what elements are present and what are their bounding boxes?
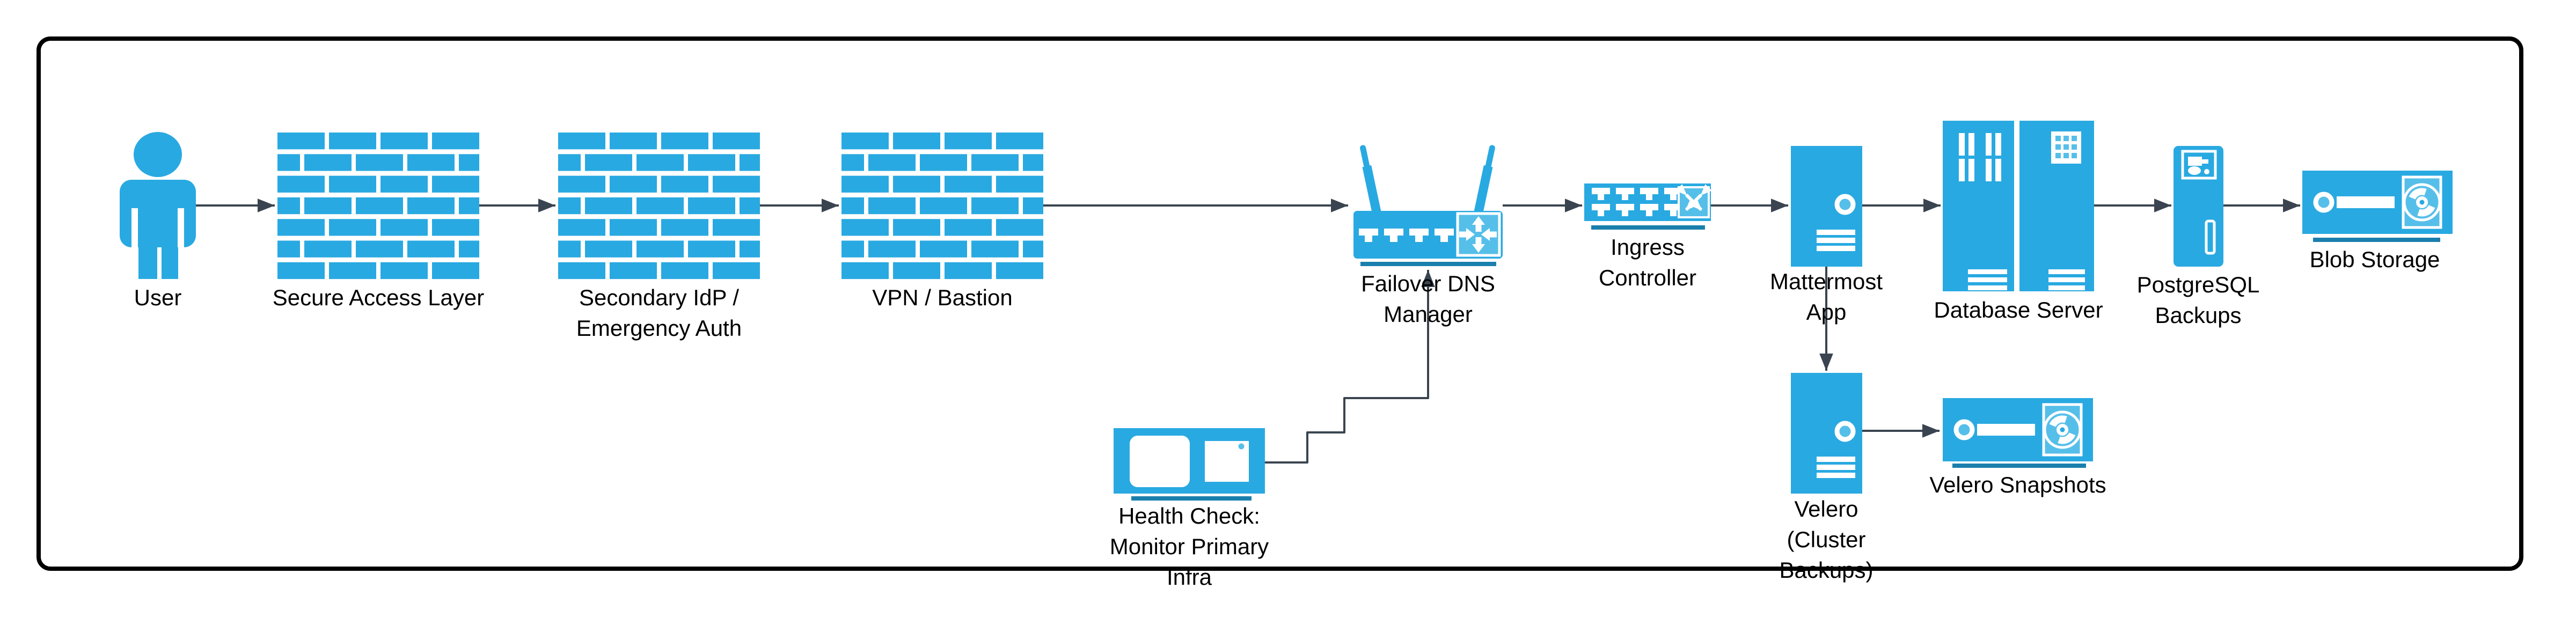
person-icon [120,132,196,279]
firewall-icon [277,133,479,280]
label-database-server: Database Server [1934,297,2103,322]
failover-dns-shadow [1360,262,1496,266]
ingress-shadow [1591,225,1705,230]
network-switch-icon [1584,183,1712,221]
label-velero: Velero (Cluster Backups) [1779,496,1874,583]
label-mattermost-app: Mattermost App [1769,269,1883,325]
monitor-icon [1114,428,1265,494]
label-postgresql-backups: PostgreSQL Backups [2136,272,2260,328]
label-secondary-idp: Secondary IdP / Emergency Auth [576,285,742,341]
firewall-icon [558,133,760,280]
backup-server-icon [2174,146,2223,267]
label-health-check: Health Check: Monitor Primary Infra [1109,503,1269,590]
blob-storage-shadow [2313,238,2440,242]
edge-health-check-to-failover-dns [1265,270,1435,464]
label-failover-dns: Failover DNS Manager [1361,271,1495,327]
wireless-router-icon [1353,145,1503,259]
label-user: User [134,285,182,310]
label-vpn-bastion: VPN / Bastion [872,285,1013,310]
label-velero-snapshots: Velero Snapshots [1929,472,2106,497]
health-check-shadow [1131,496,1252,501]
velero-snapshots-shadow [1952,464,2086,468]
diagram-border [36,36,2523,571]
label-secure-access-layer: Secure Access Layer [272,285,485,310]
label-ingress-controller: Ingress Controller [1598,234,1697,290]
server-rack-icon [1943,121,2094,291]
firewall-icon [841,133,1043,280]
label-blob-storage: Blob Storage [2309,247,2440,272]
